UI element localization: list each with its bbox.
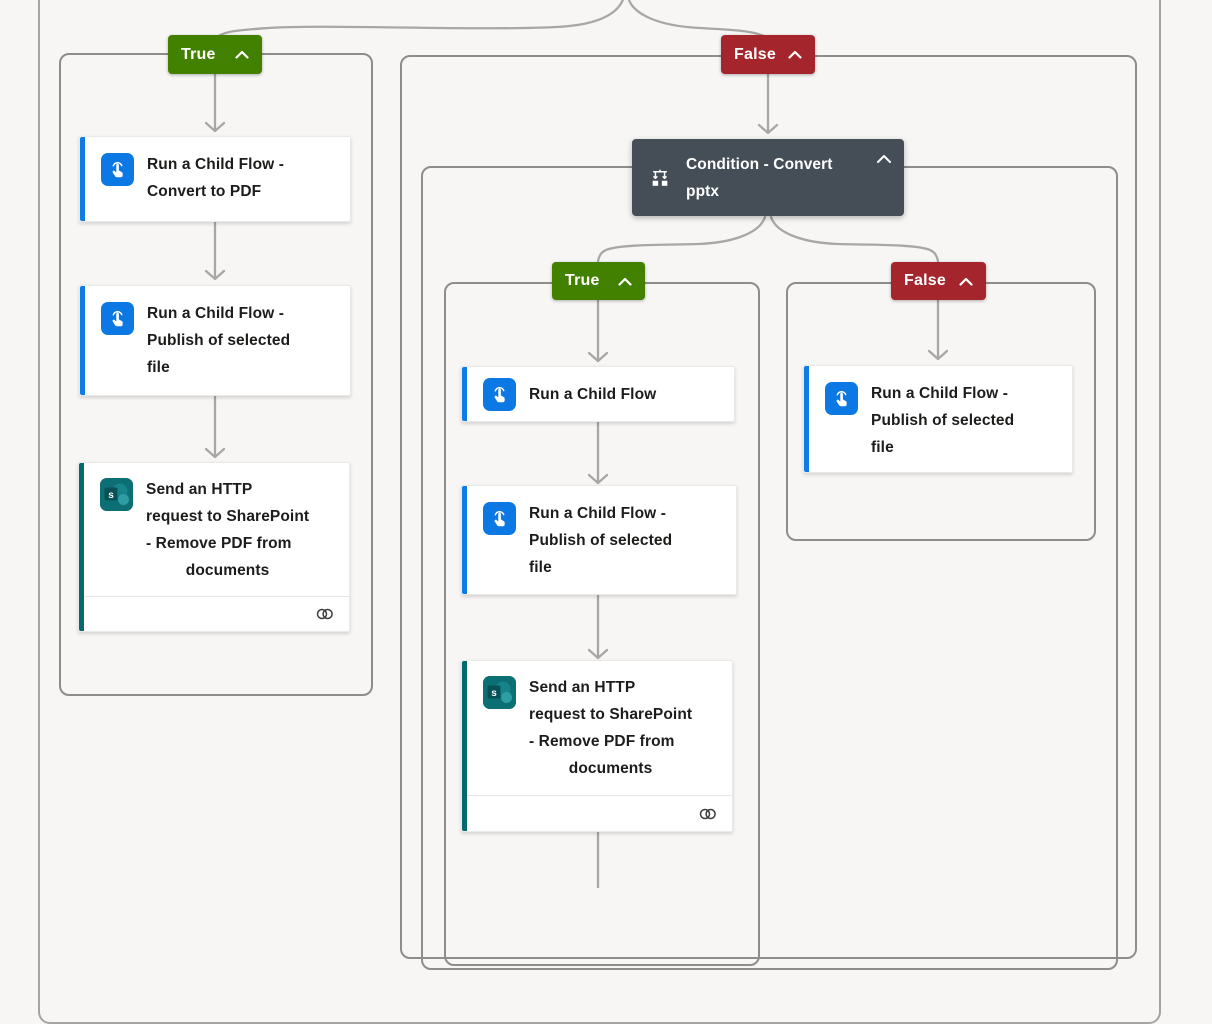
card-footer <box>79 596 349 631</box>
condition-title: Condition - Convert pptx <box>686 155 833 200</box>
card-accent-bar <box>79 463 84 631</box>
card-accent-bar <box>80 137 85 221</box>
card-title: Run a Child Flow - Convert to PDF <box>147 156 284 200</box>
svg-text:s: s <box>491 688 497 699</box>
action-card-run-child-flow-convert-to-pdf[interactable]: Run a Child Flow - Convert to PDF <box>79 136 351 222</box>
action-card-run-child-flow[interactable]: Run a Child Flow <box>461 366 735 422</box>
run-child-flow-icon <box>483 502 516 535</box>
card-title: Send an HTTP request to SharePoint - Rem… <box>146 481 310 579</box>
card-accent-bar <box>80 286 85 395</box>
card-accent-bar <box>462 486 467 594</box>
action-card-sharepoint-remove-pdf-inner[interactable]: s Send an HTTP request to SharePoint - R… <box>461 660 733 832</box>
branch-badge-false-outer[interactable]: False <box>721 35 815 74</box>
badge-label: False <box>904 272 946 289</box>
condition-icon <box>652 169 668 186</box>
card-footer <box>462 795 732 831</box>
action-card-run-child-flow-publish-left[interactable]: Run a Child Flow - Publish of selected f… <box>79 285 351 396</box>
badge-label: False <box>734 45 776 63</box>
card-title: Send an HTTP request to SharePoint - Rem… <box>529 679 693 777</box>
sharepoint-icon: s <box>100 478 133 511</box>
link-icon <box>699 808 716 819</box>
branch-badge-false-inner[interactable]: False <box>891 262 986 300</box>
svg-text:s: s <box>108 490 114 501</box>
action-card-run-child-flow-publish-inner[interactable]: Run a Child Flow - Publish of selected f… <box>461 485 737 595</box>
run-child-flow-icon <box>483 377 516 411</box>
branch-badge-true-inner[interactable]: True <box>552 262 645 300</box>
chevron-up-icon <box>788 50 802 59</box>
run-child-flow-icon <box>101 153 134 186</box>
chevron-up-icon[interactable] <box>876 154 892 164</box>
badge-label: True <box>181 45 216 63</box>
action-card-sharepoint-remove-pdf-left[interactable]: s Send an HTTP request to SharePoint - R… <box>78 462 350 632</box>
card-accent-bar <box>462 367 467 421</box>
card-title: Run a Child Flow - Publish of selected f… <box>529 505 673 576</box>
run-child-flow-icon <box>101 302 134 335</box>
sharepoint-icon: s <box>483 676 516 709</box>
card-accent-bar <box>462 661 467 831</box>
branch-badge-true-outer[interactable]: True <box>168 35 262 74</box>
run-child-flow-icon <box>825 382 858 415</box>
card-title: Run a Child Flow - Publish of selected f… <box>871 385 1015 456</box>
chevron-up-icon <box>235 50 249 59</box>
condition-card-convert-pptx[interactable]: Condition - Convert pptx <box>632 139 904 216</box>
card-title: Run a Child Flow - Publish of selected f… <box>147 305 291 376</box>
chevron-up-icon <box>618 277 632 286</box>
action-card-run-child-flow-publish-false[interactable]: Run a Child Flow - Publish of selected f… <box>803 365 1073 473</box>
link-icon <box>316 608 333 620</box>
chevron-up-icon <box>959 277 973 286</box>
card-title: Run a Child Flow <box>529 385 657 403</box>
card-accent-bar <box>804 366 809 472</box>
badge-label: True <box>565 272 600 289</box>
